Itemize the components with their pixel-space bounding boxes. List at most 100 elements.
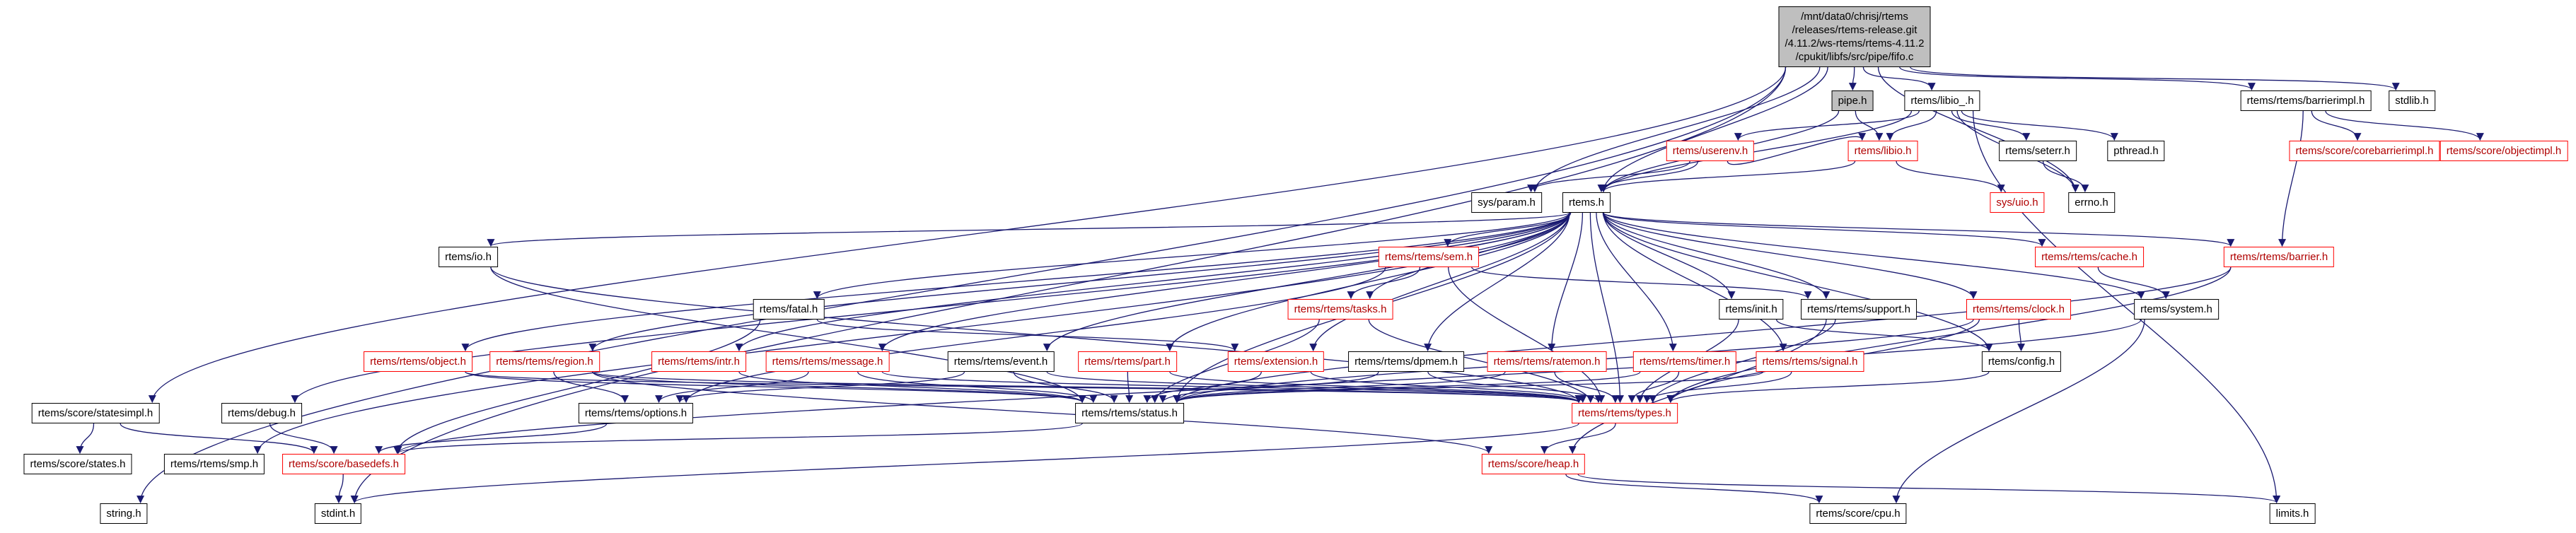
include-edge [553, 371, 629, 404]
include-edge [2278, 110, 2304, 247]
include-edge [1599, 66, 1828, 193]
include-edge [1628, 371, 1680, 404]
include-node-sys-param-h: sys/param.h [1471, 192, 1542, 213]
include-node-rtems-rtems-types-h[interactable]: rtems/rtems/types.h [1572, 403, 1678, 423]
include-edge [2042, 160, 2089, 193]
include-edge [1603, 212, 1787, 352]
include-edge [1173, 371, 1764, 404]
include-node-rtems-system-h: rtems/system.h [2134, 299, 2219, 320]
include-node-rtems-rtems-event-h: rtems/rtems/event.h [947, 351, 1055, 372]
include-edge [1877, 66, 2079, 193]
include-edge [1855, 110, 1884, 141]
include-node-limits-h: limits.h [2269, 503, 2316, 524]
include-node-rtems-rtems-dpmem-h: rtems/rtems/dpmem.h [1348, 351, 1464, 372]
include-edge [1603, 212, 2145, 300]
include-node-rtems-score-heap-h[interactable]: rtems/score/heap.h [1481, 454, 1586, 474]
include-edge [1368, 319, 1595, 404]
include-node-rtems-rtems-message-h[interactable]: rtems/rtems/message.h [765, 351, 890, 372]
include-edge [148, 66, 1787, 404]
include-node-rtems-libio-h[interactable]: rtems/libio.h [1847, 141, 1918, 161]
include-node-rtems-rtems-timer-h[interactable]: rtems/rtems/timer.h [1632, 351, 1737, 372]
include-edge [1173, 371, 1506, 404]
include-node-rtems-rtems-smp-h: rtems/rtems/smp.h [163, 454, 265, 474]
include-edge [253, 212, 1570, 455]
include-node-rtems-rtems-sem-h[interactable]: rtems/rtems/sem.h [1378, 247, 1480, 267]
include-edge [461, 212, 1570, 352]
include-edge [2325, 110, 2484, 141]
include-edge [1599, 160, 1856, 193]
include-edge [1643, 371, 1792, 404]
include-edge [881, 371, 1583, 404]
include-node-rtems-extension-h[interactable]: rtems/extension.h [1227, 351, 1325, 372]
include-node-rtems-rtems-object-h[interactable]: rtems/rtems/object.h [364, 351, 472, 372]
include-node-rtems-rtems-barrier-h[interactable]: rtems/rtems/barrier.h [2223, 247, 2335, 267]
include-edge [735, 212, 1570, 352]
include-node-rtems-rtems-tasks-h[interactable]: rtems/rtems/tasks.h [1287, 299, 1393, 320]
include-edge [1565, 474, 1823, 504]
include-edge [2097, 266, 2170, 300]
include-node-rtems-score-cpu-h: rtems/score/cpu.h [1809, 503, 1907, 524]
include-node-rtems-seterr-h: rtems/seterr.h [1999, 141, 2077, 161]
include-node-rtems-userenv-h[interactable]: rtems/userenv.h [1666, 141, 1755, 161]
include-node-rtems-rtems-intr-h[interactable]: rtems/rtems/intr.h [651, 351, 746, 372]
include-node-rtems-init-h: rtems/init.h [1719, 299, 1784, 320]
include-edge [137, 66, 1787, 504]
include-node-rtems-h: rtems.h [1562, 192, 1611, 213]
include-node-string-h: string.h [100, 503, 148, 524]
include-edge [1046, 371, 1583, 404]
include-edge [1527, 160, 1690, 193]
include-edge [1471, 266, 1812, 300]
include-edge [682, 266, 1386, 404]
include-edge [350, 66, 1787, 504]
include-edge [1531, 66, 1821, 193]
include-edge [1143, 371, 1262, 404]
include-edge [1603, 212, 2234, 247]
include-edge [1541, 423, 1616, 455]
include-node-rtems-rtems-ratemon-h[interactable]: rtems/rtems/ratemon.h [1487, 351, 1607, 372]
include-node-rtems-debug-h: rtems/debug.h [221, 403, 302, 423]
include-node-rtems-libio-h: rtems/libio_.h [1904, 90, 1980, 111]
include-edge [351, 423, 1579, 504]
include-edge [813, 212, 1570, 300]
include-node-rtems-rtems-options-h: rtems/rtems/options.h [578, 403, 694, 423]
include-edge [1972, 110, 2281, 504]
include-edge [1043, 212, 1570, 352]
include-edge [1649, 319, 1836, 404]
include-edge [1727, 133, 1867, 165]
include-node-rtems-rtems-support-h: rtems/rtems/support.h [1801, 299, 1917, 320]
include-edge [335, 474, 344, 504]
include-node-rtems-score-objectimpl-h[interactable]: rtems/score/objectimpl.h [2439, 141, 2568, 161]
include-edge [490, 266, 1086, 404]
include-edge [655, 371, 809, 404]
include-edge [1173, 371, 1641, 404]
include-edge [857, 371, 1098, 404]
include-node-stdint-h: stdint.h [314, 503, 362, 524]
include-node-rtems-rtems-cache-h[interactable]: rtems/rtems/cache.h [2035, 247, 2144, 267]
include-edge [1734, 110, 1920, 141]
include-edge [592, 371, 1086, 404]
include-edge [393, 319, 761, 455]
include-node-rtems-rtems-signal-h[interactable]: rtems/rtems/signal.h [1756, 351, 1864, 372]
include-node-rtems-config-h: rtems/config.h [1981, 351, 2062, 372]
include-edge [120, 423, 318, 455]
include-edge [1013, 371, 1118, 404]
include-edge [1603, 212, 1831, 300]
include-edge [1666, 371, 1990, 404]
include-edge [1848, 66, 1857, 91]
include-node-sys-uio-h[interactable]: sys/uio.h [1990, 192, 2045, 213]
include-node-errno-h: errno.h [2068, 192, 2115, 213]
include-node-rtems-rtems-clock-h[interactable]: rtems/rtems/clock.h [1966, 299, 2072, 320]
include-node-rtems-score-basedefs-h[interactable]: rtems/score/basedefs.h [282, 454, 405, 474]
include-edge [1899, 66, 2256, 91]
include-edge [291, 212, 1570, 404]
include-edge [1910, 66, 2400, 91]
include-edge [1309, 212, 1570, 352]
include-edge [675, 371, 965, 404]
include-edge [1424, 212, 1570, 352]
include-node-rtems-rtems-region-h[interactable]: rtems/rtems/region.h [489, 351, 600, 372]
include-node-rtems-rtems-part-h[interactable]: rtems/rtems/part.h [1078, 351, 1177, 372]
include-edge [1125, 371, 1134, 404]
include-node-rtems-score-corebarrierimpl-h[interactable]: rtems/score/corebarrierimpl.h [2289, 141, 2440, 161]
